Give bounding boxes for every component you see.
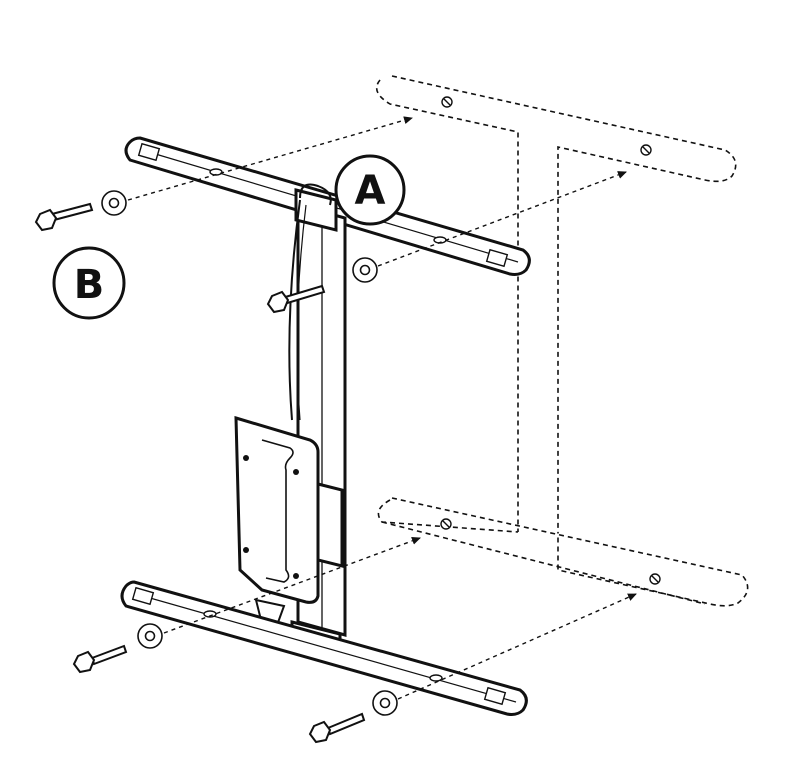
assembly-arrows <box>127 116 637 700</box>
callout-b-label: B <box>74 262 105 308</box>
washer-top-left <box>101 190 127 216</box>
washer-top-right <box>352 257 378 283</box>
bottom-cross-bar <box>120 580 528 716</box>
callout-a-label: A <box>355 168 386 214</box>
column-bolt <box>266 284 326 314</box>
washer-bottom-right <box>372 690 398 716</box>
callout-a: A <box>334 154 406 226</box>
bolt-bottom-right <box>308 712 366 744</box>
bolt-top-left <box>34 202 94 232</box>
desktop-screw-holes <box>440 96 661 585</box>
bolt-bottom-left <box>72 644 128 674</box>
motor-box <box>234 415 320 630</box>
washers <box>101 190 398 716</box>
washer-bottom-left <box>137 623 163 649</box>
desktop-outline-dashed <box>375 75 749 607</box>
callout-b: B <box>52 246 126 320</box>
